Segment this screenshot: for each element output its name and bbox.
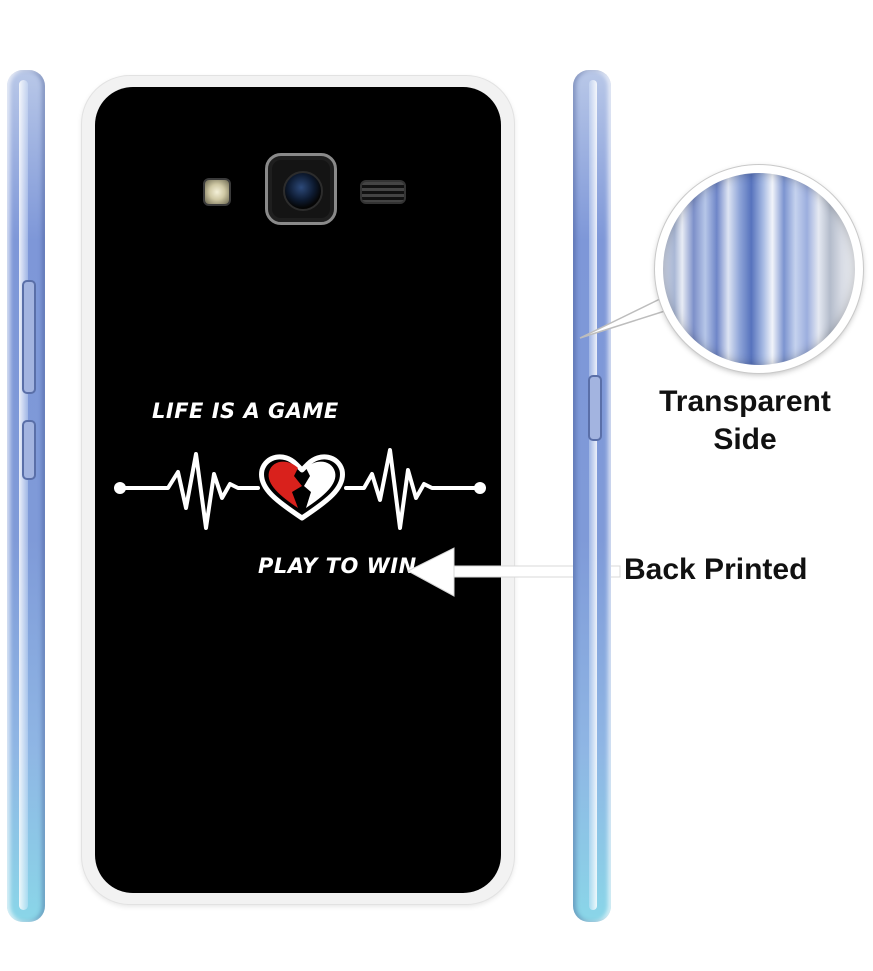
transparent-label-line1: Transparent — [659, 385, 831, 418]
left-side-highlight — [19, 80, 28, 910]
print-line-bottom: PLAY TO WIN — [258, 554, 417, 578]
arrow-left-icon — [406, 547, 621, 597]
side-key — [588, 375, 602, 441]
print-line-top: LIFE IS A GAME — [152, 399, 339, 423]
zoom-bubble — [655, 165, 863, 373]
transparent-label-line2: Side — [713, 423, 777, 456]
right-side-highlight — [589, 80, 597, 910]
lens-glass — [283, 171, 323, 211]
heartbeat-line-icon — [114, 448, 486, 530]
camera-lens-icon — [265, 153, 337, 225]
speaker-grille-icon — [360, 180, 406, 204]
right-side-view — [573, 70, 611, 922]
zoomed-transparent-edge — [663, 173, 855, 365]
back-printed-label: Back Printed — [624, 553, 808, 586]
flash-icon — [203, 178, 231, 206]
volume-button — [22, 280, 36, 394]
broken-heart-icon — [259, 454, 345, 521]
power-button — [22, 420, 36, 480]
left-side-view — [7, 70, 45, 922]
